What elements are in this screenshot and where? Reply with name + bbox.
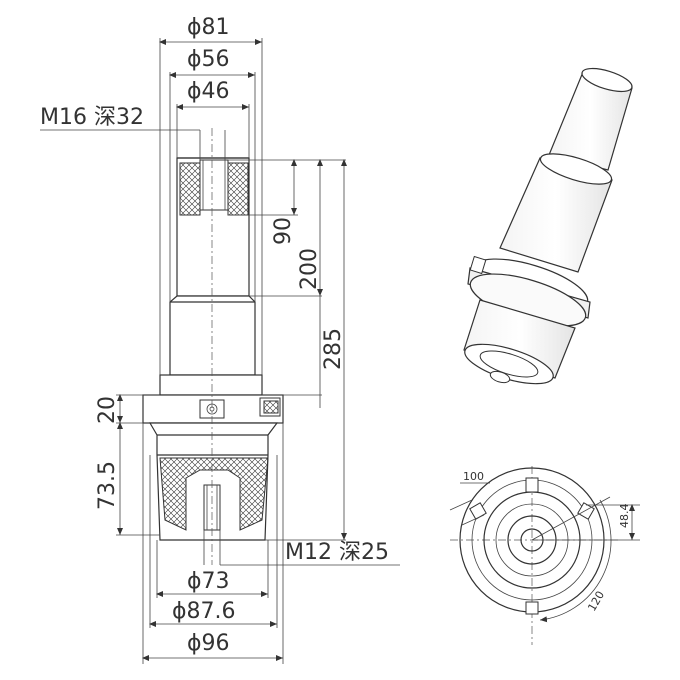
tapered-neck	[169, 295, 256, 376]
shoulder	[159, 374, 263, 396]
top-view: 100 48.4 120	[449, 466, 640, 645]
dim-thread-bottom: M12 深25	[285, 540, 389, 565]
dim-top-100: 100	[463, 470, 484, 483]
dim-h20: 20	[95, 396, 120, 424]
dim-thread-top: M16 深32	[40, 105, 144, 130]
top-insert-left	[179, 162, 201, 216]
top-thread-hole	[199, 159, 229, 211]
dim-h285: 285	[321, 328, 346, 370]
top-insert-right	[227, 162, 249, 216]
dim-phi96: ϕ96	[187, 631, 230, 656]
dim-h73-5: 73.5	[95, 461, 120, 510]
dim-h200: 200	[297, 248, 322, 290]
bottom-insert	[159, 457, 269, 531]
front-dimensions: ϕ81 ϕ56 ϕ46 M16 深32 90 200 285 20 73.5	[40, 15, 400, 664]
dim-phi87-6: ϕ87.6	[172, 599, 236, 624]
front-section-view	[142, 128, 284, 565]
dim-h90: 90	[271, 217, 296, 245]
dim-phi73: ϕ73	[187, 569, 230, 594]
dim-phi56: ϕ56	[187, 47, 230, 72]
dim-top-120: 120	[585, 589, 607, 614]
isometric-view	[463, 67, 633, 385]
dim-phi81: ϕ81	[187, 15, 230, 40]
dim-phi46: ϕ46	[187, 79, 230, 104]
dim-top-48-4: 48.4	[618, 504, 631, 529]
